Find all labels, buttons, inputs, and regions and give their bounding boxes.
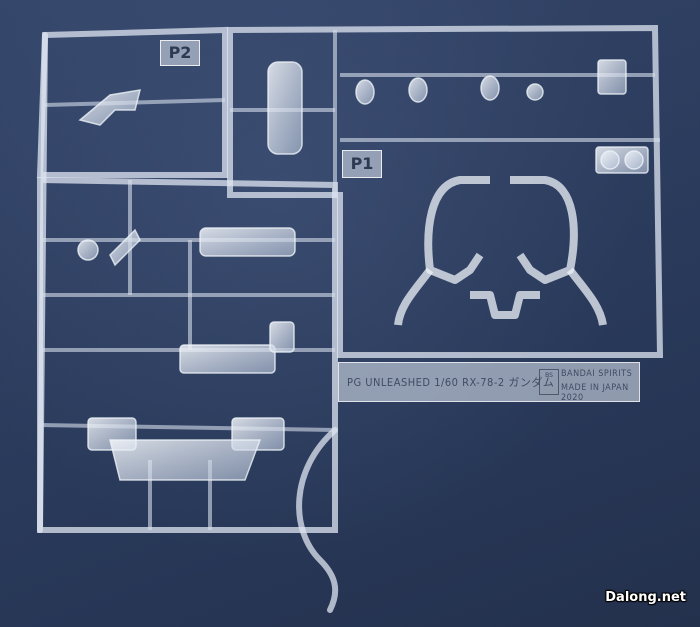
runner-nameplate: PG UNLEASHED 1/60 RX-78-2 ガンダム BS BANDAI…: [338, 362, 640, 403]
site-watermark: Dalong.net: [605, 590, 686, 605]
hex-seal-parts: [595, 146, 649, 174]
runner-tag-p1: P1: [342, 150, 382, 178]
nameplate-kit-name: PG UNLEASHED 1/60 RX-78-2 ガンダム: [347, 376, 555, 389]
nameplate-maker: BANDAI SPIRITS: [561, 369, 633, 379]
runner-tag-p2: P2: [160, 40, 200, 66]
nameplate-origin: MADE IN JAPAN 2020: [561, 383, 629, 403]
frame-part-p1: [394, 176, 607, 326]
runner-frame: [36, 24, 664, 613]
small-clear-parts: [77, 59, 627, 481]
bandai-spirits-logo: BS: [539, 369, 559, 395]
